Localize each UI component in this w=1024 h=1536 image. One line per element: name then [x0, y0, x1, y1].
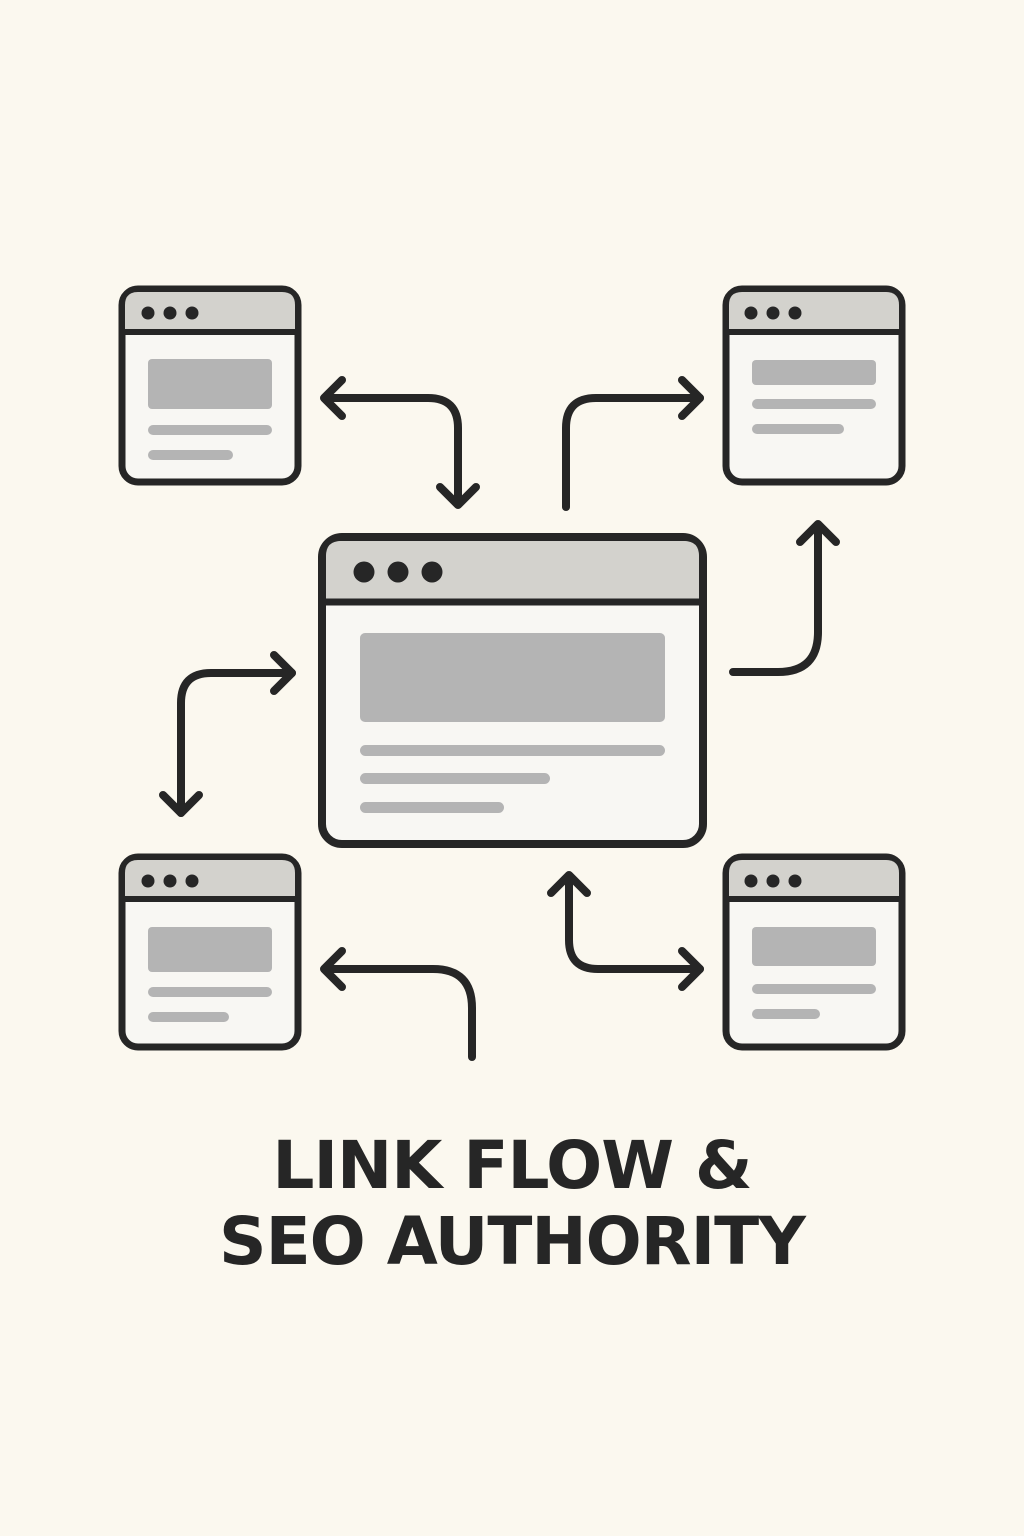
- window-dot-icon: [353, 561, 375, 583]
- text-line-placeholder: [148, 450, 233, 460]
- arrowhead-icon: [320, 376, 346, 420]
- window-dot-icon: [788, 874, 802, 888]
- arrowhead-icon: [270, 651, 296, 695]
- text-line-placeholder: [752, 984, 876, 994]
- bottom-right-page: [722, 853, 906, 1051]
- image-placeholder: [148, 927, 272, 972]
- arrowhead-icon: [159, 791, 203, 817]
- text-line-placeholder: [360, 745, 665, 756]
- diagram-title-line-2: SEO AUTHORITY: [219, 1203, 806, 1280]
- text-line-placeholder: [752, 399, 876, 409]
- window-dot-icon: [141, 306, 155, 320]
- arrowhead-icon: [678, 947, 704, 991]
- diagram-title-line-1: LINK FLOW &: [272, 1127, 752, 1204]
- window-titlebar: [729, 860, 899, 897]
- link-arrow-top-left-center: [320, 376, 480, 509]
- text-line-placeholder: [148, 425, 272, 435]
- arrowhead-icon: [320, 947, 346, 991]
- text-line-placeholder: [148, 1012, 229, 1022]
- bottom-left-page: [118, 853, 302, 1051]
- diagram-title: LINK FLOW & SEO AUTHORITY: [0, 1128, 1024, 1280]
- image-placeholder: [148, 359, 272, 409]
- window-dot-icon: [163, 306, 177, 320]
- window-dot-icon: [163, 874, 177, 888]
- link-arrow-center-left-down: [159, 651, 296, 817]
- link-arrow-center-top-right: [562, 376, 704, 511]
- window-dot-icon: [766, 306, 780, 320]
- window-dot-icon: [744, 874, 758, 888]
- window-dot-icon: [185, 874, 199, 888]
- window-dot-icon: [788, 306, 802, 320]
- arrowhead-icon: [678, 376, 704, 420]
- link-arrow-center-bottom-left: [320, 947, 476, 1061]
- arrowhead-icon: [796, 520, 840, 546]
- top-right-page: [722, 285, 906, 486]
- center-page: [318, 533, 707, 848]
- arrowhead-icon: [547, 871, 591, 897]
- window-titlebar: [326, 541, 699, 600]
- link-arrow-center-bottom-right: [547, 871, 704, 991]
- window-dot-icon: [421, 561, 443, 583]
- window-titlebar: [729, 292, 899, 330]
- image-placeholder: [360, 633, 665, 722]
- window-dot-icon: [387, 561, 409, 583]
- window-dot-icon: [744, 306, 758, 320]
- text-line-placeholder: [752, 424, 844, 434]
- arrowhead-icon: [436, 483, 480, 509]
- text-line-placeholder: [148, 987, 272, 997]
- window-titlebar: [125, 292, 295, 330]
- text-line-placeholder: [360, 802, 504, 813]
- window-dot-icon: [185, 306, 199, 320]
- text-line-placeholder: [752, 1009, 820, 1019]
- text-line-placeholder: [360, 773, 550, 784]
- top-left-page: [118, 285, 302, 486]
- link-arrow-center-right-up: [729, 520, 840, 676]
- image-placeholder: [752, 360, 876, 385]
- window-titlebar: [125, 860, 295, 897]
- window-dot-icon: [766, 874, 780, 888]
- window-dot-icon: [141, 874, 155, 888]
- image-placeholder: [752, 927, 876, 966]
